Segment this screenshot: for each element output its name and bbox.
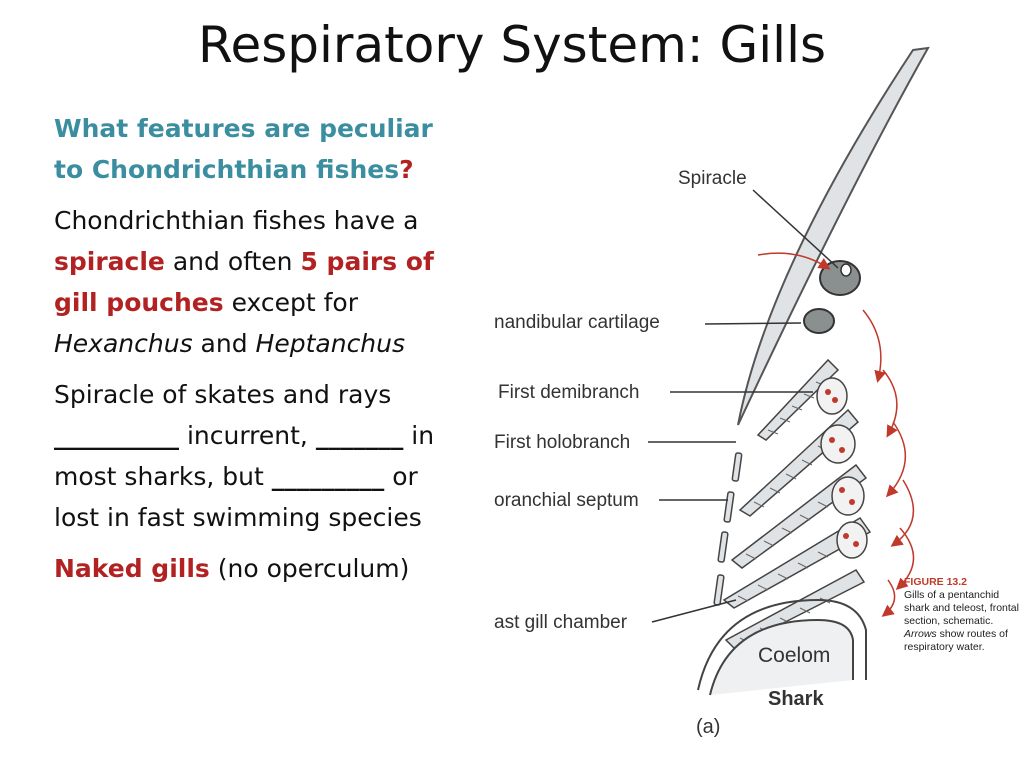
blank-2: _______ [315,421,404,450]
caption-text-1: Gills of a pentanchid shark and teleost,… [904,589,1019,627]
p1-text-2: and often [164,247,301,276]
question-mark: ? [399,155,414,184]
genus-heptanchus: Heptanchus [255,329,406,358]
p2-text-2: incurrent, [179,421,316,450]
spiracle-water-arrow [757,252,831,270]
head-wall [737,46,930,426]
p1-text-3: except for [223,288,359,317]
gill-diagram [648,46,930,696]
mandibular-cartilage [803,308,835,334]
gill-pouches-term: 5 pairs of gill pouches [54,247,434,317]
label-coelom: Coelom [758,644,831,667]
blank-1: __________ [54,421,179,450]
label-last-gill-chamber: ast gill chamber [494,612,628,633]
skates-paragraph: Spiracle of skates and rays __________ i… [54,374,454,538]
question-text: What features are peculiar to Chondricht… [54,114,433,184]
figure-caption: FIGURE 13.2 Gills of a pentanchid shark … [904,576,1022,654]
p1-text-4: and [192,329,256,358]
p2-text-1: Spiracle of skates and rays [54,380,392,409]
caption-text-2: show routes of respiratory water. [904,628,1008,653]
label-spiracle: Spiracle [678,168,747,189]
leader-lines [648,189,839,623]
label-first-holobranch: First holobranch [494,432,631,453]
naked-gills-term: Naked gills [54,554,210,583]
label-panel-a: (a) [696,716,721,738]
label-branchial-septum: oranchial septum [494,490,639,511]
p2-text-3: in most sharks, but [54,421,435,491]
label-mandibular-cartilage: nandibular cartilage [494,312,660,333]
blank-3: _________ [271,462,385,491]
naked-gills-paragraph: Naked gills (no operculum) [54,548,454,589]
label-first-demibranch: First demibranch [498,382,640,403]
p3-text: (no operculum) [209,554,410,583]
coelom-outline [697,598,867,691]
gill-bar-dots [825,389,859,547]
water-flow-arrows [862,309,915,617]
p1-text-1: Chondrichthian fishes have a [54,206,419,235]
spiracle-term: spiracle [54,247,165,276]
question-paragraph: What features are peculiar to Chondricht… [54,108,454,190]
label-shark: Shark [768,688,824,710]
p2-text-4: or lost in fast swimming species [54,462,422,532]
gill-figure: Spiracle nandibular cartilage First demi… [488,40,1024,760]
gill-slit-bars [713,452,743,606]
genus-hexanchus: Hexanchus [54,329,193,358]
slide-title: Respiratory System: Gills [197,16,827,74]
caption-heading: FIGURE 13.2 [904,576,968,588]
text-column: What features are peculiar to Chondricht… [54,108,454,599]
spiracle-paragraph: Chondrichthian fishes have a spiracle an… [54,200,454,364]
caption-arrows: Arrows [904,628,937,640]
gill-bar-sections [816,377,868,559]
